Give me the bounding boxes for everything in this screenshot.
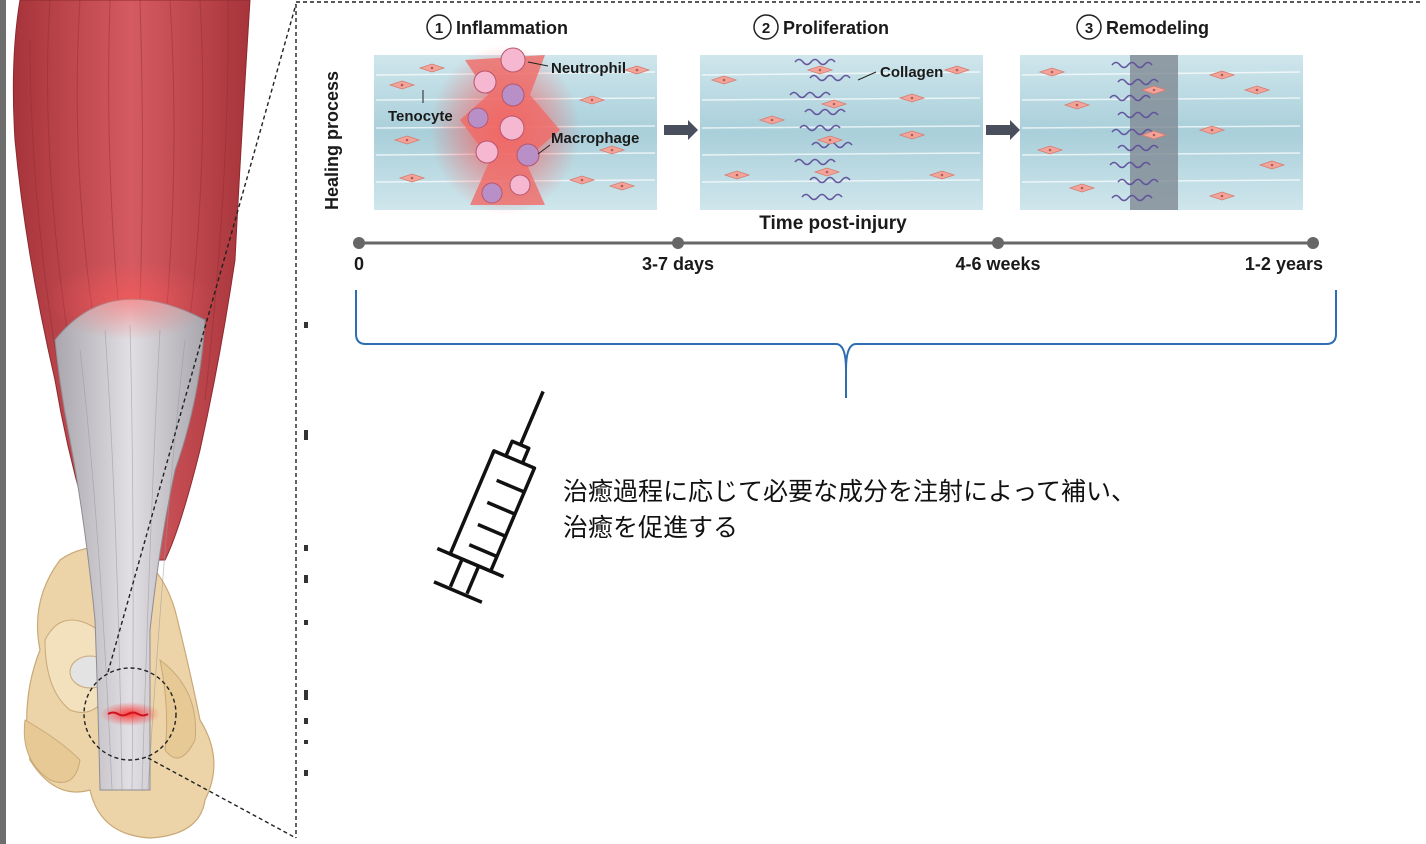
label-macrophage: Macrophage: [551, 130, 639, 147]
timeline-tick-2: 4-6 weeks: [955, 254, 1040, 274]
stage-arrows: [664, 120, 1020, 140]
timeline-title: Time post-injury: [759, 213, 907, 234]
caption-line-1: 治癒過程に応じて必要な成分を注射によって補い、: [563, 477, 1137, 506]
caption-line-2: 治癒を促進する: [563, 513, 739, 542]
stage-number-3: 3: [1085, 20, 1093, 37]
timeline-tick-3: 1-2 years: [1245, 254, 1323, 274]
y-axis-label: Healing process: [322, 71, 342, 210]
stage-remodeling-panel: [1020, 55, 1303, 210]
caption-japanese: 治癒過程に応じて必要な成分を注射によって補い、 治癒を促進する: [563, 474, 1136, 546]
cropped-text-fragments: [304, 322, 308, 776]
label-collagen: Collagen: [880, 64, 943, 81]
stage-header-2: 2 Proliferation: [753, 14, 889, 40]
timeline-axis: [353, 237, 1319, 249]
label-neutrophil: Neutrophil: [551, 60, 626, 77]
syringe-icon: [433, 390, 545, 604]
stage-number-2: 2: [762, 20, 770, 37]
zoom-connector-lines: [107, 1, 1420, 839]
stage-name-2: Proliferation: [783, 18, 889, 38]
left-border: [0, 0, 6, 844]
stage-proliferation-panel: [700, 55, 983, 210]
leg-anatomy-illustration: [12, 0, 251, 839]
stage-inflammation-panel: [374, 45, 657, 215]
label-tenocyte: Tenocyte: [388, 108, 453, 125]
timeline-tick-0: 0: [354, 254, 364, 274]
stage-name-1: Inflammation: [456, 18, 568, 38]
stage-header-3: 3 Remodeling: [1076, 14, 1209, 40]
stage-name-3: Remodeling: [1106, 18, 1209, 38]
stage-number-1: 1: [435, 20, 443, 37]
curly-bracket: [355, 290, 1337, 398]
stage-header-1: 1 Inflammation: [426, 14, 568, 40]
timeline-tick-1: 3-7 days: [642, 254, 714, 274]
